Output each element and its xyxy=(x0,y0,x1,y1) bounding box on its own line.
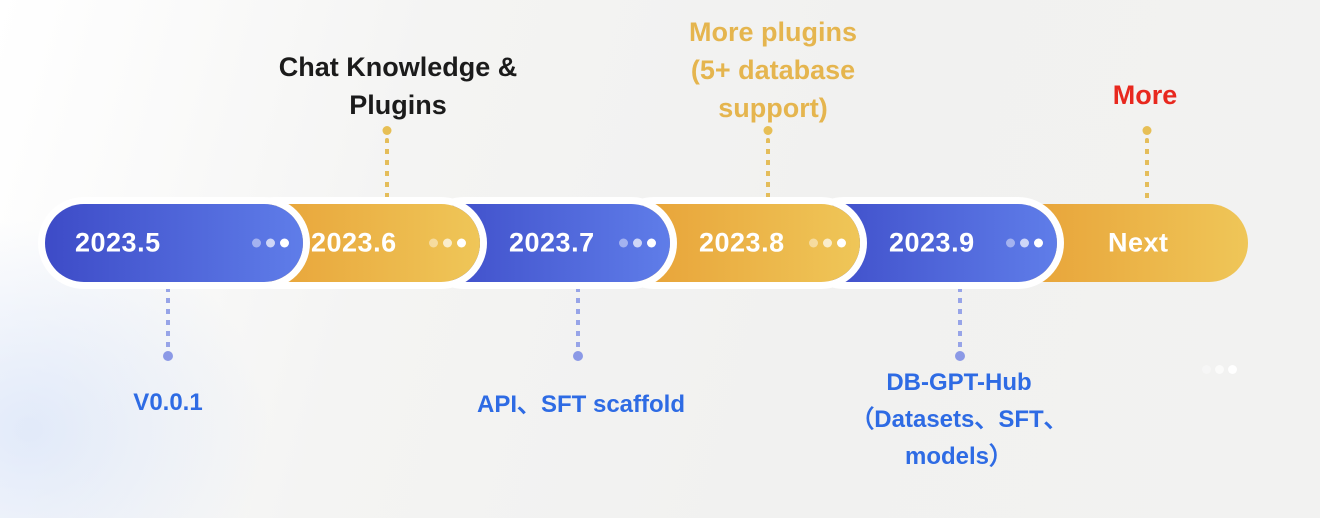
ellipsis-dots-icon xyxy=(809,238,846,248)
dashed-line-icon xyxy=(576,287,580,349)
timeline-segment-2023-7: 2023.7 xyxy=(425,204,670,282)
connector-dot-icon xyxy=(382,126,392,135)
timeline-segment-2023-5: 2023.5 xyxy=(45,204,303,282)
ellipsis-dots-icon xyxy=(1006,238,1043,248)
connector-dot-icon xyxy=(955,351,965,361)
ellipsis-dots-icon xyxy=(429,238,466,248)
annotation-v001: V0.0.1 xyxy=(133,389,203,416)
dashed-line-icon xyxy=(766,138,770,201)
segment-label: 2023.8 xyxy=(699,227,785,258)
segment-label: 2023.7 xyxy=(509,227,595,258)
connector-2023-7 xyxy=(573,287,583,361)
connector-dot-icon xyxy=(573,351,583,361)
segment-label: Next xyxy=(1108,227,1169,258)
dashed-line-icon xyxy=(958,287,962,349)
annotation-api-sft-scaffold: API、SFT scaffold xyxy=(476,391,686,418)
connector-2023-8 xyxy=(763,126,773,201)
segment-label: 2023.5 xyxy=(75,227,161,258)
faint-ellipsis-dots-icon xyxy=(1202,365,1237,374)
ellipsis-dots-icon xyxy=(252,238,289,248)
dashed-line-icon xyxy=(1145,138,1149,201)
annotation-more: More xyxy=(1112,80,1178,110)
connector-2023-6 xyxy=(382,126,392,201)
segment-label: 2023.6 xyxy=(311,227,397,258)
annotation-db-gpt-hub: DB-GPT-Hub （Datasets、SFT、 models） xyxy=(850,369,1068,470)
connector-dot-icon xyxy=(163,351,173,361)
dashed-line-icon xyxy=(166,287,170,349)
connector-dot-icon xyxy=(1142,126,1152,135)
connector-next xyxy=(1142,126,1152,201)
connector-2023-5 xyxy=(163,287,173,361)
connector-2023-9 xyxy=(955,287,965,361)
annotation-chat-knowledge-plugins: Chat Knowledge & Plugins xyxy=(278,52,518,120)
segment-label: 2023.9 xyxy=(889,227,975,258)
dashed-line-icon xyxy=(385,138,389,201)
annotation-more-plugins: More plugins (5+ database support) xyxy=(689,17,857,123)
ellipsis-dots-icon xyxy=(619,238,656,248)
connector-dot-icon xyxy=(763,126,773,135)
